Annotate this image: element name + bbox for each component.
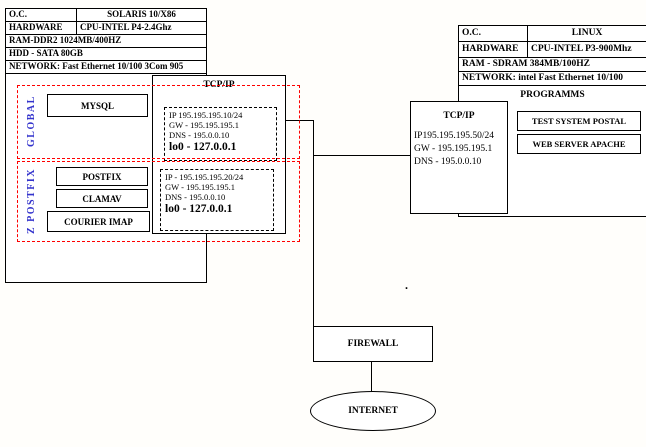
postfix-config-gw: GW - 195.195.195.1 <box>165 182 235 192</box>
internet-ellipse: INTERNET <box>310 391 436 431</box>
solaris-hdd-value: HDD - SATA 80GB <box>9 48 83 58</box>
programms-title: PROGRAMMS <box>520 90 585 100</box>
linux-row-hardware: HARDWARE CPU-INTEL P3-900Mhz <box>459 42 646 58</box>
program-box-web-server-apache: WEB SERVER APACHE <box>517 134 641 154</box>
global-zone-label: GLOBAL <box>26 95 37 147</box>
linux-ram-value: RAM - SDRAM 384MB/100HZ <box>462 59 590 69</box>
connector-solaris-to-trunk <box>283 120 314 121</box>
solaris-hardware-value: CPU-INTEL P4-2.4Ghz <box>80 22 172 32</box>
connector-trunk-vertical <box>313 120 314 327</box>
linux-tcpip-title: TCP/IP <box>443 111 475 121</box>
linux-tcpip-config: IP195.195.195.50/24 GW - 195.195.195.1 D… <box>411 121 507 169</box>
global-zone-outline <box>17 85 300 159</box>
global-config-loopback: lo0 - 127.0.0.1 <box>169 141 237 153</box>
postfix-config-loopback: lo0 - 127.0.0.1 <box>165 203 233 215</box>
linux-hardware-label: HARDWARE <box>459 42 528 57</box>
linux-config-gw: GW - 195.195.195.1 <box>414 144 493 154</box>
solaris-row-hardware: HARDWARE CPU-INTEL P4-2.4Ghz <box>6 22 206 35</box>
postfix-config-ip: IP - 195.195.195.20/24 <box>165 172 244 182</box>
linux-row-os: O.C. LINUX <box>459 26 646 42</box>
postfix-zone-label: Z POSTFIX <box>26 167 37 234</box>
solaris-row-os: O.C. SOLARIS 10/X86 <box>6 9 206 22</box>
program-box-test-system-postal: TEST SYSTEM POSTAL <box>517 111 641 131</box>
solaris-tcpip-global-config: IP 195.195.195.10/24 GW - 195.195.195.1 … <box>164 107 277 161</box>
linux-hardware-value: CPU-INTEL P3-900Mhz <box>531 44 632 54</box>
solaris-os-value: SOLARIS 10/X86 <box>107 9 176 19</box>
global-config-ip: IP 195.195.195.10/24 <box>169 110 243 120</box>
solaris-os-label: O.C. <box>6 9 77 21</box>
global-config-dns: DNS - 195.0.0.10 <box>169 130 230 140</box>
linux-tcpip-box: TCP/IP IP195.195.195.50/24 GW - 195.195.… <box>410 101 508 214</box>
stray-dot: . <box>405 278 408 292</box>
connector-firewall-to-internet <box>371 360 372 392</box>
firewall-box: FIREWALL <box>313 326 433 362</box>
linux-os-label: O.C. <box>459 26 528 41</box>
service-box-postfix: POSTFIX <box>56 167 148 186</box>
solaris-ram-value: RAM-DDR2 1024MB/400HZ <box>9 35 122 45</box>
linux-config-dns: DNS - 195.0.0.10 <box>414 157 482 167</box>
service-box-mysql: MYSQL <box>47 94 148 117</box>
service-box-clamav: CLAMAV <box>56 189 148 208</box>
linux-network-value: NETWORK: intel Fast Ethernet 10/100 <box>462 73 623 83</box>
connector-trunk-to-linux <box>314 155 410 156</box>
postfix-config-dns: DNS - 195.0.0.10 <box>165 192 226 202</box>
solaris-row-ram: RAM-DDR2 1024MB/400HZ <box>6 35 206 48</box>
solaris-network-value: NETWORK: Fast Ethernet 10/100 3Com 905 <box>9 61 184 71</box>
linux-config-ip: IP195.195.195.50/24 <box>414 131 494 141</box>
postfix-zone-outline <box>17 161 300 242</box>
solaris-row-hdd: HDD - SATA 80GB <box>6 48 206 61</box>
solaris-tcpip-postfix-config: IP - 195.195.195.20/24 GW - 195.195.195.… <box>160 169 274 231</box>
solaris-hardware-label: HARDWARE <box>6 22 77 34</box>
solaris-server-panel: O.C. SOLARIS 10/X86 HARDWARE CPU-INTEL P… <box>5 8 207 283</box>
global-config-gw: GW - 195.195.195.1 <box>169 120 239 130</box>
linux-os-value: LINUX <box>571 28 603 38</box>
linux-row-network: NETWORK: intel Fast Ethernet 10/100 <box>459 72 646 86</box>
linux-row-ram: RAM - SDRAM 384MB/100HZ <box>459 58 646 72</box>
solaris-row-network: NETWORK: Fast Ethernet 10/100 3Com 905 <box>6 61 206 74</box>
service-box-courier-imap: COURIER IMAP <box>47 211 150 232</box>
